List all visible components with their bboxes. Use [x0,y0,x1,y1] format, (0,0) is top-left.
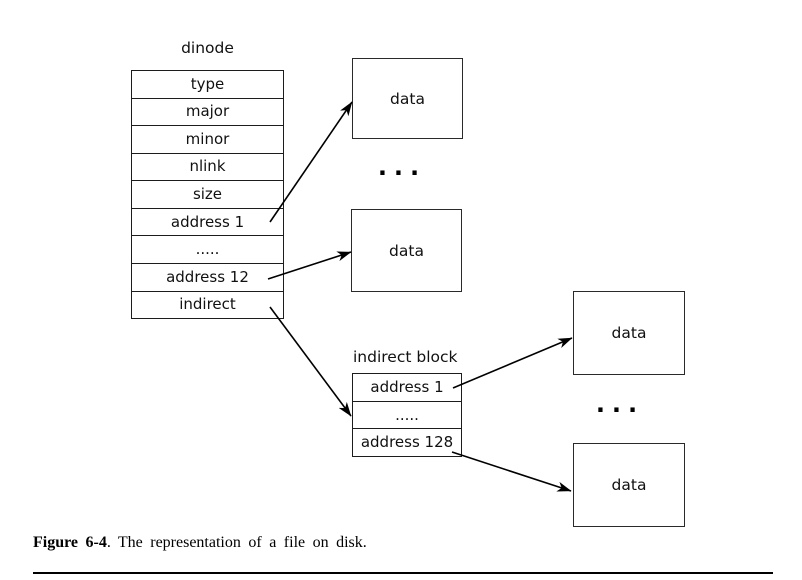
caption-period: . [106,534,111,551]
indirect-block-table: address 1 ..... address 128 [352,373,462,457]
dinode-row-ellipsis: ..... [132,236,283,264]
dinode-row-major: major [132,99,283,127]
figure-caption: Figure 6-4. The representation of a file … [33,534,367,552]
bottom-rule [33,572,773,574]
dinode-row-minor: minor [132,126,283,154]
dinode-row-address12: address 12 [132,264,283,292]
dinode-row-address1: address 1 [132,209,283,237]
dinode-row-size: size [132,181,283,209]
caption-label: Figure 6-4 [33,534,107,551]
data-box-middle-bottom: data [351,209,462,292]
indirect-row-address128: address 128 [360,433,454,452]
indirect-row-ellipsis: ..... [353,402,461,430]
dinode-table: type major minor nlink size address 1 ..… [131,70,284,319]
dinode-row-nlink: nlink [132,154,283,182]
ellipsis-middle: ... [377,153,427,181]
indirect-block-title: indirect block [353,348,458,366]
arrow-indirect-to-indirect-block [269,306,352,417]
data-box-right-bottom: data [573,443,685,527]
dinode-row-indirect: indirect [179,295,236,314]
dinode-row-type: type [132,71,283,99]
indirect-row-address1: address 1 [353,374,461,402]
arrow-iblock-address1-to-data [452,337,573,389]
data-box-right-top: data [573,291,685,375]
dinode-title: dinode [181,39,234,57]
caption-text: The representation of a file on disk. [117,534,367,551]
data-box-middle-top: data [352,58,463,139]
arrow-iblock-address128-to-data [451,451,572,492]
ellipsis-right: ... [595,390,645,418]
